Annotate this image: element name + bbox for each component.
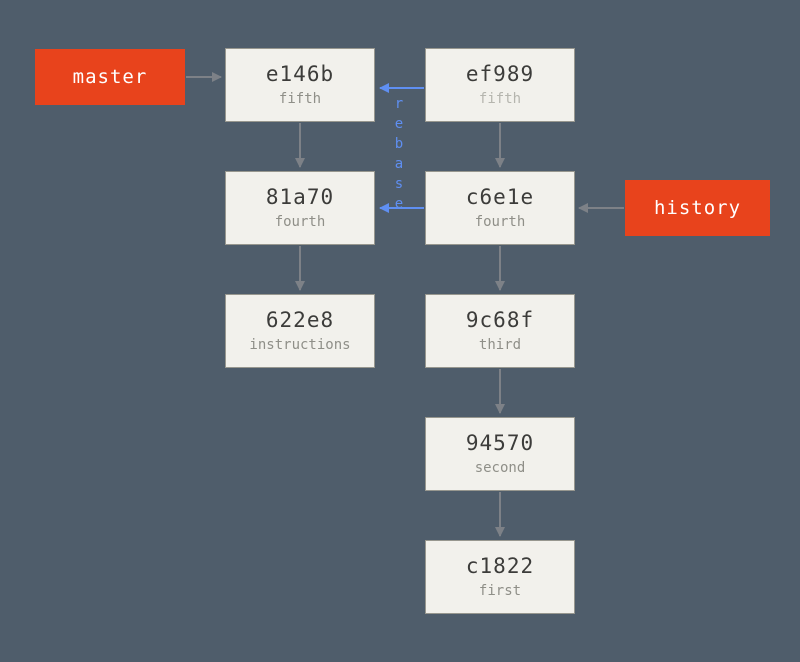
commit-node-81a70: 81a70 fourth [225, 171, 375, 245]
commit-node-94570: 94570 second [425, 417, 575, 491]
branch-label-master-text: master [72, 66, 148, 88]
commit-hash: c1822 [465, 554, 535, 578]
commit-node-622e8: 622e8 instructions [225, 294, 375, 368]
commit-message: second [474, 460, 526, 476]
commit-hash: c6e1e [465, 185, 535, 209]
commit-hash: 94570 [465, 431, 535, 455]
commit-message: fifth [478, 91, 522, 107]
commit-message: third [478, 337, 522, 353]
commit-message: fifth [278, 91, 322, 107]
commit-hash: 81a70 [265, 185, 335, 209]
branch-label-master: master [35, 49, 185, 105]
commit-node-c6e1e: c6e1e fourth [425, 171, 575, 245]
commit-hash: 622e8 [265, 308, 335, 332]
commit-hash: ef989 [465, 62, 535, 86]
branch-label-history-text: history [653, 197, 742, 219]
commit-message: fourth [274, 214, 326, 230]
commit-node-c1822: c1822 first [425, 540, 575, 614]
commit-message: instructions [249, 337, 351, 353]
commit-message: fourth [474, 214, 526, 230]
commit-node-9c68f: 9c68f third [425, 294, 575, 368]
commit-hash: e146b [265, 62, 335, 86]
commit-node-e146b: e146b fifth [225, 48, 375, 122]
branch-label-history: history [625, 180, 770, 236]
commit-message: first [478, 583, 522, 599]
rebase-annotation: rebase [391, 96, 407, 216]
commit-node-ef989: ef989 fifth [425, 48, 575, 122]
commit-hash: 9c68f [465, 308, 535, 332]
